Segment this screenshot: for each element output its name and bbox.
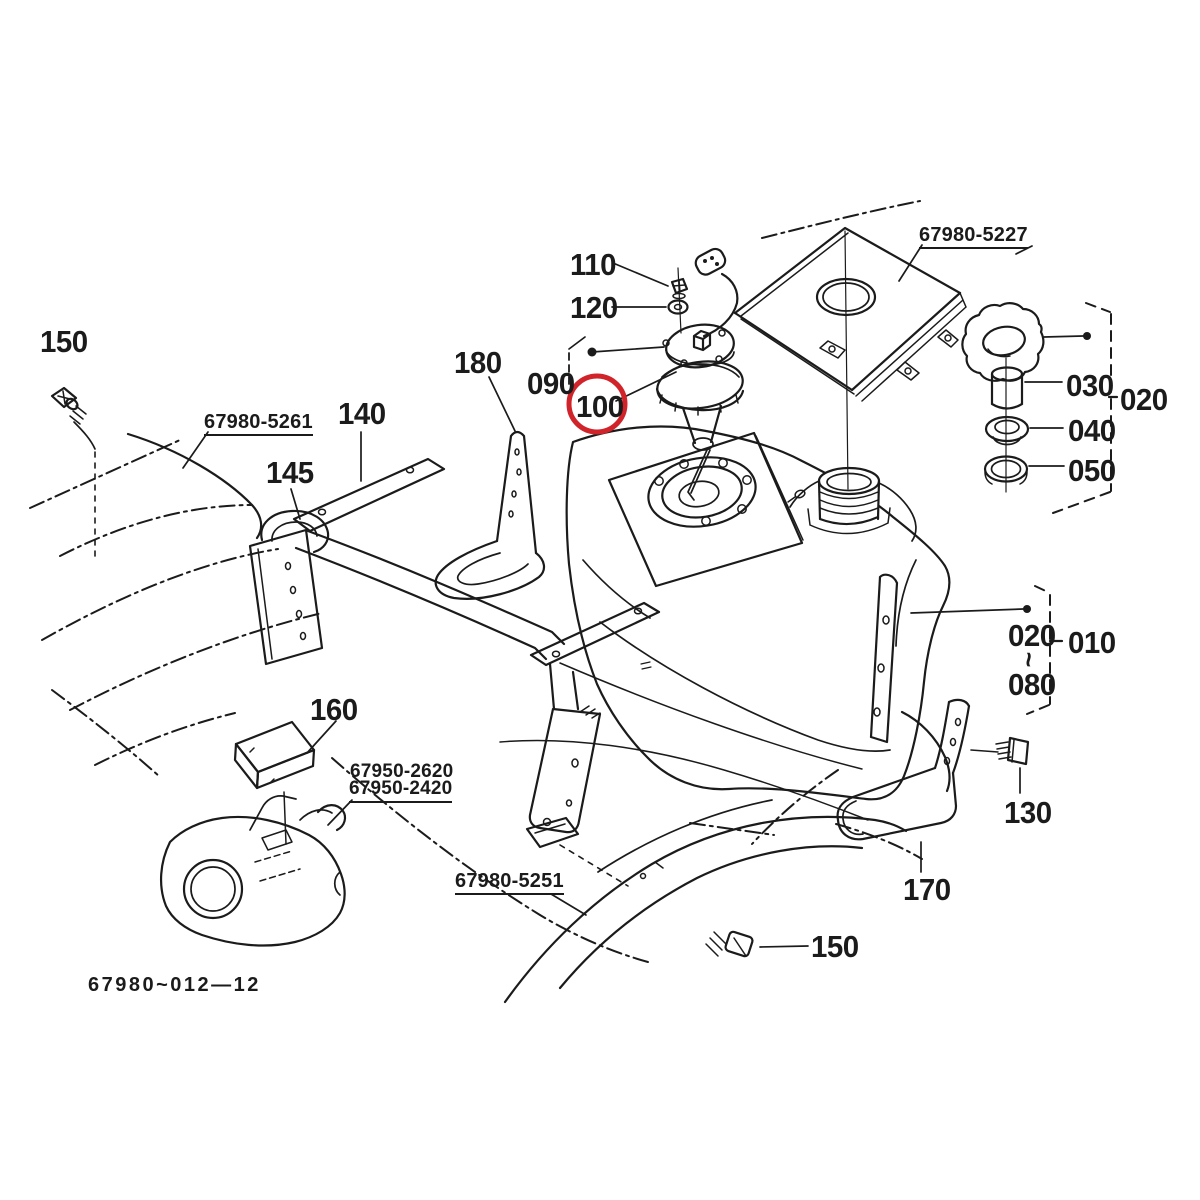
fender <box>503 769 923 1004</box>
support-bracket-170 <box>836 698 1030 841</box>
callout-080-range[interactable]: 080 <box>1008 667 1056 702</box>
tank-cover-plate <box>733 226 967 490</box>
range-tilde: ~ <box>1013 651 1044 668</box>
callout-140[interactable]: 140 <box>338 396 386 431</box>
callout-020-range[interactable]: 020 <box>1008 618 1056 653</box>
part-number-fender[interactable]: 67980-5251 <box>455 870 564 895</box>
callout-110[interactable]: 110 <box>570 247 617 282</box>
callout-090[interactable]: 090 <box>527 366 575 401</box>
part-number-cover-plate[interactable]: 67980-5227 <box>919 224 1028 249</box>
callout-170[interactable]: 170 <box>903 872 951 907</box>
drawing-number: 67980~012—12 <box>88 974 261 996</box>
part-number-clamp-lower[interactable]: 67950-2420 <box>349 778 453 803</box>
callout-150-bottom[interactable]: 150 <box>811 929 859 964</box>
part-number-hood[interactable]: 67980-5261 <box>204 411 313 436</box>
callout-040[interactable]: 040 <box>1068 413 1116 448</box>
bolt-150-top <box>50 386 96 557</box>
callout-160[interactable]: 160 <box>310 692 358 727</box>
callout-030[interactable]: 030 <box>1066 368 1114 403</box>
callout-180[interactable]: 180 <box>454 345 502 380</box>
tank-assembly-group-bracket <box>910 585 1064 715</box>
callout-120[interactable]: 120 <box>570 290 618 325</box>
frame-and-brackets <box>248 430 661 834</box>
engine-and-clamp <box>159 720 347 947</box>
part-number-clamp-upper[interactable]: 67950-2620 <box>350 761 454 782</box>
callout-050[interactable]: 050 <box>1068 453 1116 488</box>
highlight-circle[interactable] <box>566 373 628 435</box>
fuel-tank <box>499 425 951 821</box>
callout-100-highlighted[interactable]: 100 <box>576 389 624 424</box>
callout-020-cap-group[interactable]: 020 <box>1120 382 1168 417</box>
fuel-sender-unit <box>655 247 745 501</box>
callout-130[interactable]: 130 <box>1004 795 1052 830</box>
leader-lines <box>182 244 923 916</box>
callout-145[interactable]: 145 <box>266 455 314 490</box>
callout-010[interactable]: 010 <box>1068 625 1116 660</box>
callout-150-top[interactable]: 150 <box>40 324 88 359</box>
fuel-cap-group <box>961 302 1119 514</box>
